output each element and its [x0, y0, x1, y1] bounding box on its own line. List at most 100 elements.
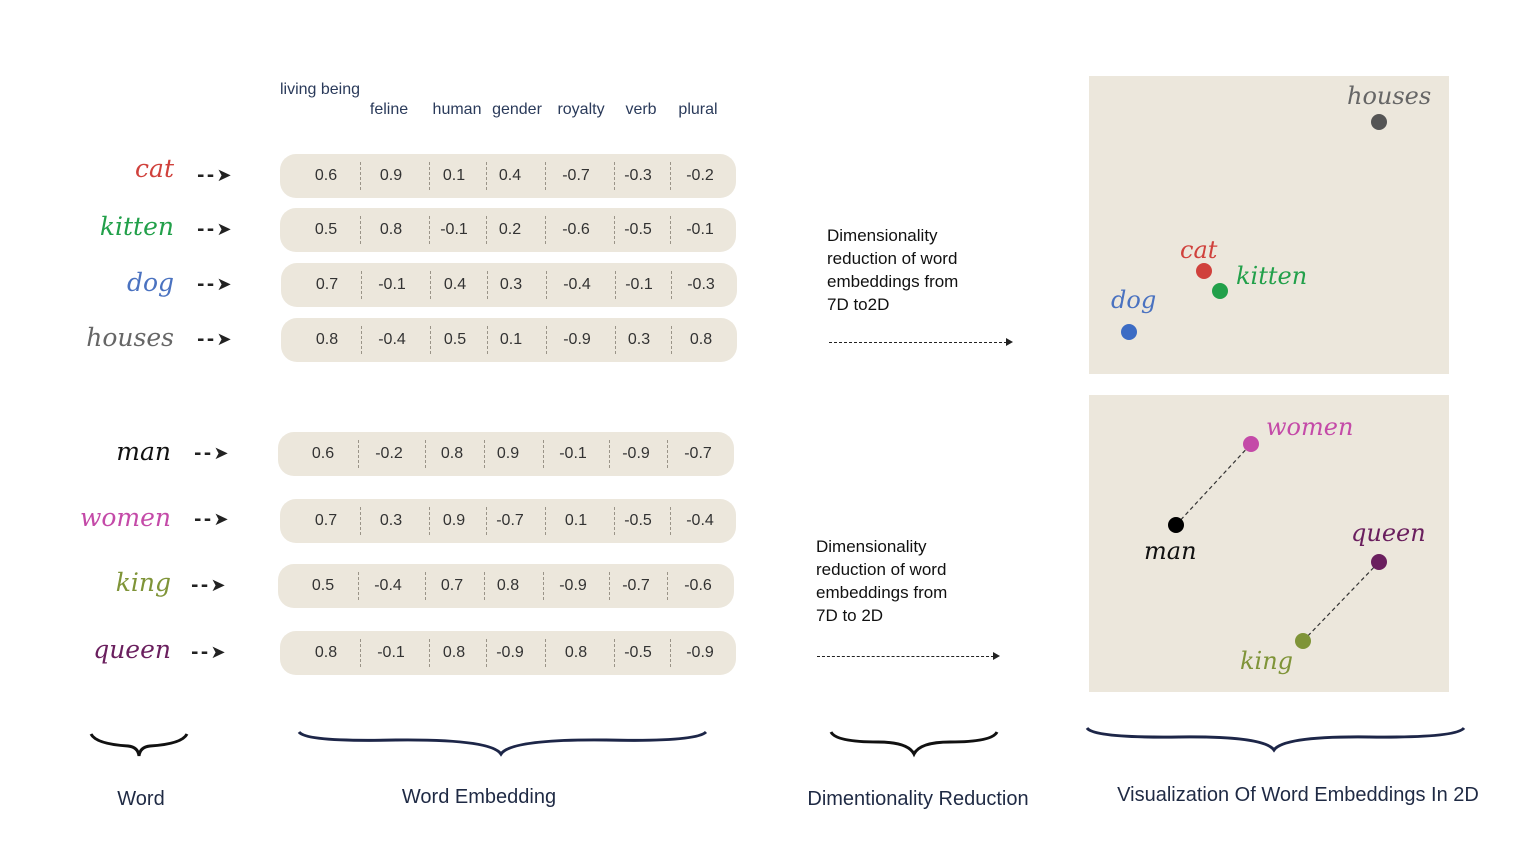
- embedding-value: 0.8: [442, 644, 466, 661]
- embedding-value: 0.3: [379, 512, 403, 529]
- word-king: king: [115, 568, 171, 597]
- embedding-value: -0.7: [684, 445, 712, 462]
- word-dog: dog: [126, 268, 174, 297]
- column-header-verb: verb: [625, 101, 657, 118]
- embedding-value: 0.6: [314, 167, 338, 184]
- embedding-value: -0.9: [686, 644, 714, 661]
- word-kitten: kitten: [99, 212, 174, 241]
- embedding-value: 0.2: [498, 221, 522, 238]
- embedding-value: -0.5: [624, 512, 652, 529]
- reduction-description-1: Dimensionality reduction of word embeddi…: [827, 226, 959, 314]
- embedding-value: -0.4: [563, 276, 591, 293]
- column-header-royalty: royalty: [557, 101, 605, 118]
- brace-icon: [89, 733, 189, 757]
- column-header-gender: gender: [492, 101, 542, 118]
- point-label-women: women: [1266, 413, 1354, 441]
- point-queen: [1371, 554, 1387, 570]
- caption-dimensionality-reduction: Dimentionality Reduction: [807, 788, 1029, 810]
- column-header-plural: plural: [678, 101, 718, 118]
- embedding-value: 0.7: [440, 577, 464, 594]
- embedding-value: -0.7: [562, 167, 590, 184]
- embedding-value: -0.1: [377, 644, 405, 661]
- embedding-value: 0.8: [496, 577, 520, 594]
- point-king: [1295, 633, 1311, 649]
- embedding-value: 0.7: [314, 512, 338, 529]
- arrow-icon: - - ➤: [191, 642, 226, 663]
- embedding-value: 0.9: [442, 512, 466, 529]
- embedding-value: 0.3: [499, 276, 523, 293]
- point-label-queen: queen: [1351, 519, 1426, 547]
- column-header-human: human: [432, 101, 482, 118]
- column-header-living-being: living being: [279, 81, 361, 98]
- point-houses: [1371, 114, 1387, 130]
- embedding-value: 0.8: [379, 221, 403, 238]
- point-kitten: [1212, 283, 1228, 299]
- embedding-row-queen: 0.8 -0.1 0.8 -0.9 0.8 -0.5 -0.9: [280, 631, 736, 675]
- point-label-man: man: [1144, 537, 1197, 565]
- arrow-icon: - - ➤: [197, 329, 232, 350]
- embedding-row-cat: 0.6 0.9 0.1 0.4 -0.7 -0.3 -0.2: [280, 154, 736, 198]
- scatter-plot-people: women man queen king: [1089, 395, 1449, 692]
- scatter-plot-animals: houses cat kitten dog: [1089, 76, 1449, 374]
- embedding-value: -0.1: [625, 276, 653, 293]
- point-label-dog: dog: [1111, 286, 1157, 314]
- brace-icon: [829, 731, 999, 758]
- embedding-value: -0.5: [624, 644, 652, 661]
- embedding-value: -0.6: [562, 221, 590, 238]
- point-dog: [1121, 324, 1137, 340]
- brace-icon: [1085, 726, 1466, 753]
- embedding-value: 0.8: [314, 644, 338, 661]
- embedding-value: 0.8: [315, 331, 339, 348]
- embedding-value: -0.3: [624, 167, 652, 184]
- embedding-value: -0.2: [686, 167, 714, 184]
- connector-lines: [1175, 443, 1380, 642]
- embedding-value: 0.6: [311, 445, 335, 462]
- word-queen: queen: [93, 635, 171, 664]
- embedding-value: -0.6: [684, 577, 712, 594]
- embedding-row-man: 0.6 -0.2 0.8 0.9 -0.1 -0.9 -0.7: [278, 432, 734, 476]
- embedding-value: -0.1: [378, 276, 406, 293]
- arrow-icon: - - ➤: [194, 443, 229, 464]
- point-label-kitten: kitten: [1236, 262, 1308, 290]
- embedding-value: 0.8: [689, 331, 713, 348]
- embedding-value: 0.9: [379, 167, 403, 184]
- embedding-value: -0.9: [563, 331, 591, 348]
- embedding-value: 0.9: [496, 445, 520, 462]
- embedding-value: 0.5: [443, 331, 467, 348]
- word-houses: houses: [86, 323, 174, 352]
- embedding-value: -0.1: [440, 221, 468, 238]
- embedding-value: -0.2: [375, 445, 403, 462]
- dashed-arrow-icon: [817, 652, 1000, 660]
- embedding-value: 0.5: [314, 221, 338, 238]
- embedding-value: -0.9: [496, 644, 524, 661]
- embedding-value: -0.1: [686, 221, 714, 238]
- embedding-value: -0.4: [374, 577, 402, 594]
- caption-word-embedding: Word Embedding: [401, 786, 557, 808]
- point-man: [1168, 517, 1184, 533]
- column-header-feline: feline: [369, 101, 409, 118]
- embedding-value: -0.4: [378, 331, 406, 348]
- arrow-icon: - - ➤: [197, 219, 232, 240]
- embedding-value: 0.8: [440, 445, 464, 462]
- embedding-row-kitten: 0.5 0.8 -0.1 0.2 -0.6 -0.5 -0.1: [280, 208, 736, 252]
- arrow-icon: - - ➤: [194, 509, 229, 530]
- embedding-value: -0.1: [559, 445, 587, 462]
- point-label-king: king: [1240, 647, 1294, 675]
- arrow-icon: - - ➤: [197, 274, 232, 295]
- word-man: man: [116, 437, 171, 466]
- point-label-cat: cat: [1180, 236, 1218, 264]
- dashed-arrow-icon: [829, 338, 1013, 346]
- embedding-value: 0.7: [315, 276, 339, 293]
- caption-word: Word: [117, 788, 165, 810]
- embedding-value: -0.9: [622, 445, 650, 462]
- embedding-value: 0.4: [443, 276, 467, 293]
- point-label-houses: houses: [1347, 82, 1432, 110]
- word-women: women: [79, 503, 171, 532]
- embedding-value: -0.5: [624, 221, 652, 238]
- embedding-row-dog: 0.7 -0.1 0.4 0.3 -0.4 -0.1 -0.3: [281, 263, 737, 307]
- point-cat: [1196, 263, 1212, 279]
- arrow-icon: - - ➤: [191, 575, 226, 596]
- brace-icon: [297, 730, 708, 757]
- point-women: [1243, 436, 1259, 452]
- word-cat: cat: [135, 154, 174, 183]
